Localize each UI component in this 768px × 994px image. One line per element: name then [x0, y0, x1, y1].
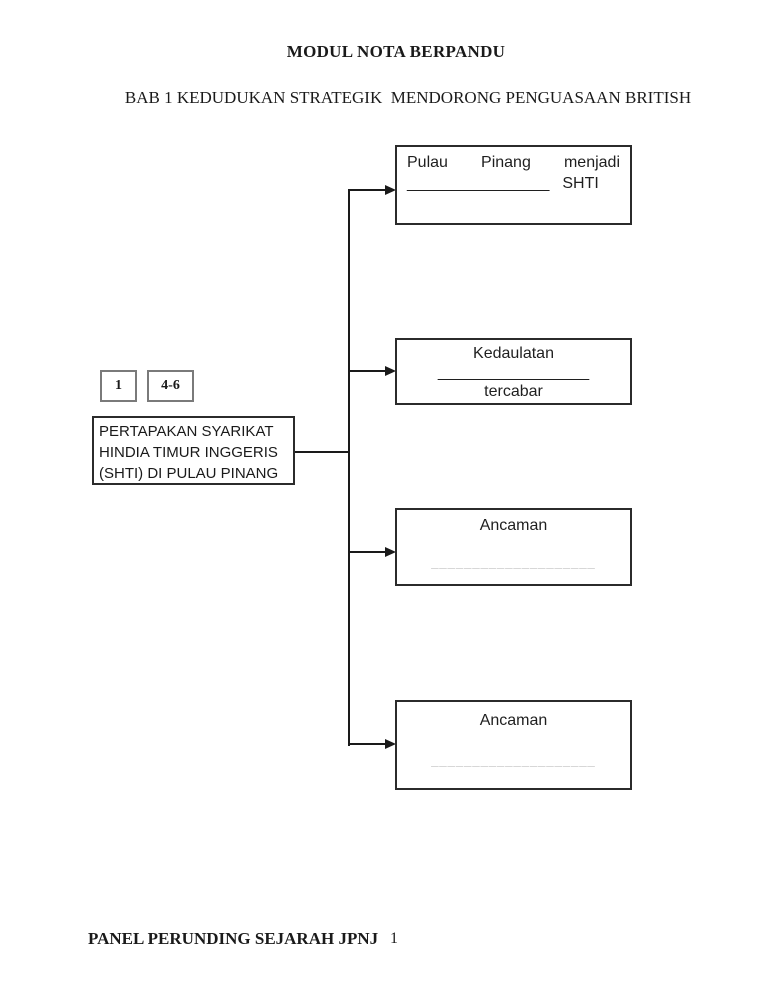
arrow-right-icon	[385, 739, 396, 749]
arrow-right-icon	[385, 366, 396, 376]
branch-text-line: tercabar	[484, 383, 543, 400]
page-number: 1	[390, 930, 398, 947]
trunk-connector-line	[348, 189, 350, 746]
root-topic-box: PERTAPAKAN SYARIKAT HINDIA TIMUR INGGERI…	[92, 416, 295, 485]
branch-box-ancaman-1: Ancaman ____________________	[395, 508, 632, 586]
chapter-tag-box: 1	[100, 370, 137, 402]
arrow-right-icon	[385, 547, 396, 557]
fill-in-blank: ________________	[407, 175, 550, 192]
branch-word: menjadi	[563, 154, 620, 171]
branch-text-line: Pulau Pinang menjadi	[407, 153, 620, 173]
doc-title: MODUL NOTA BERPANDU	[286, 42, 506, 61]
branch-box-kedaulatan: Kedaulatan _________________ tercabar	[395, 338, 632, 405]
branch-word: Pulau	[407, 154, 448, 171]
branch-word: SHTI	[562, 175, 599, 192]
arrow-right-icon	[385, 185, 396, 195]
fill-in-blank: ____________________	[431, 556, 596, 569]
doc-subtitle: BAB 1 KEDUDUKAN STRATEGIK MENDORONG PENG…	[124, 88, 692, 107]
footer-text: PANEL PERUNDING SEJARAH JPNJ	[88, 929, 379, 948]
fill-in-blank: ____________________	[431, 754, 596, 767]
pages-tag-box: 4-6	[147, 370, 194, 402]
branch-text-line: Ancaman	[479, 712, 548, 729]
branch-word: Pinang	[481, 154, 531, 171]
branch-connector-line	[350, 743, 386, 745]
pages-tag-label: 4-6	[161, 378, 180, 393]
branch-connector-line	[350, 189, 386, 191]
branch-text-line: Kedaulatan	[473, 345, 554, 362]
root-topic-line: PERTAPAKAN SYARIKAT	[99, 423, 274, 440]
root-topic-line: (SHTI) DI PULAU PINANG	[99, 465, 279, 482]
branch-connector-line	[350, 370, 386, 372]
fill-in-blank: _________________	[437, 364, 590, 381]
branch-connector-line	[350, 551, 386, 553]
branch-text-line: ________________ SHTI	[407, 173, 620, 194]
chapter-tag-label: 1	[115, 378, 122, 393]
branch-box-pulau-pinang: Pulau Pinang menjadi ________________ SH…	[395, 145, 632, 225]
branch-box-ancaman-2: Ancaman ____________________	[395, 700, 632, 790]
branch-text-line: Ancaman	[479, 517, 548, 534]
root-connector-line	[295, 451, 350, 453]
root-topic-line: HINDIA TIMUR INGGERIS	[99, 444, 278, 461]
